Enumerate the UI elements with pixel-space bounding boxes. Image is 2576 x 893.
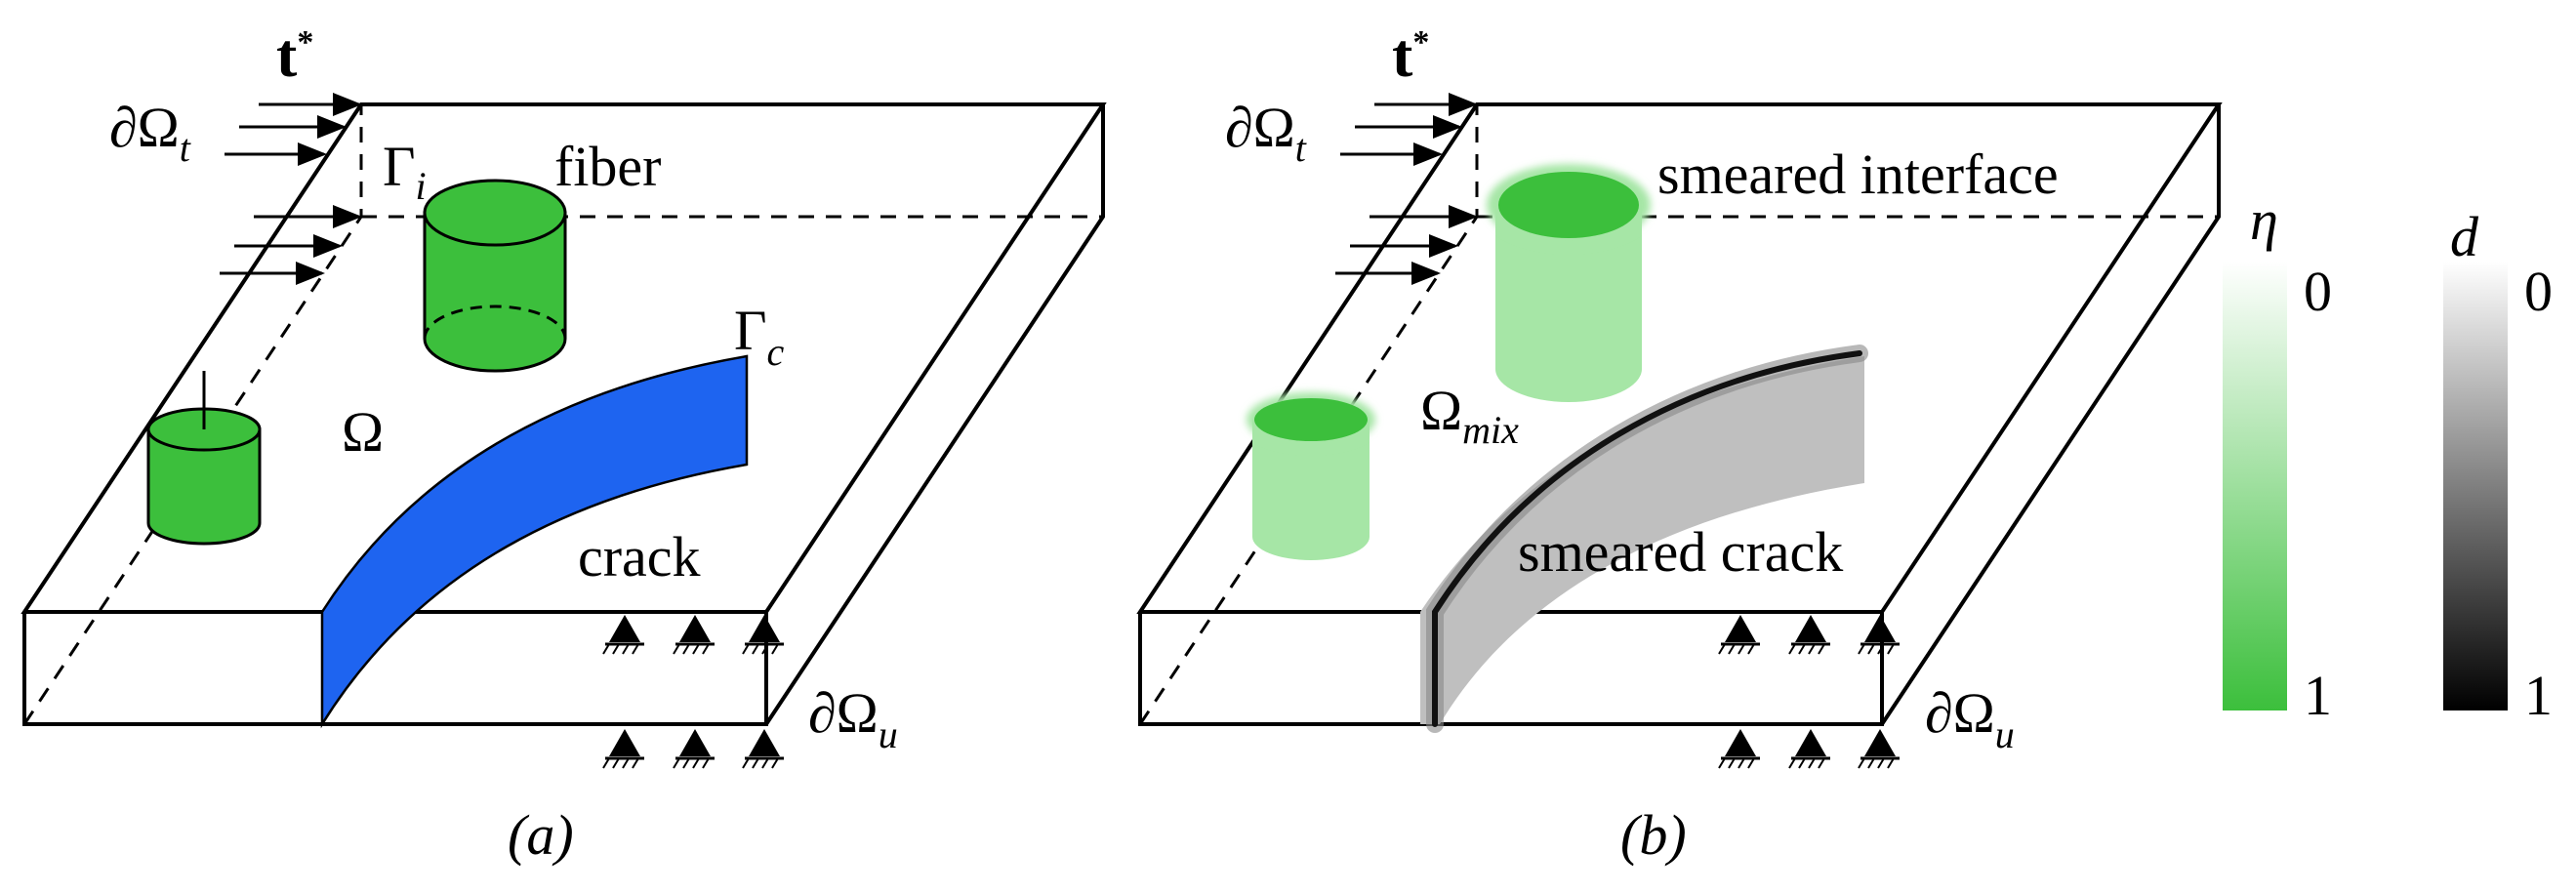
panel-b: t* ∂Ωt smeared interface Ωmix smeared cr… [1136,20,2223,867]
crack-a [320,354,749,729]
traction-label-b: t* [1392,20,1429,90]
panel-a: t* ∂Ωt Γi fiber Γc Ω crack ∂Ωu (a) [20,20,1107,867]
interface-label-b: smeared interface [1657,142,2059,206]
caption-b: (b) [1620,803,1687,867]
crack-boundary-label-a: Γc [734,299,785,374]
traction-arrows-a [220,93,362,285]
legend-d-colorbar [2443,262,2508,710]
domain-label-b: Ωmix [1420,379,1519,452]
legend-d-top: 0 [2524,260,2553,323]
legend-eta-bottom: 1 [2304,664,2332,727]
supports-b [1717,613,1901,770]
crack-label-b: smeared crack [1518,520,1843,584]
legend-d-symbol: d [2450,205,2479,268]
displacement-boundary-label-a: ∂Ωu [808,681,898,756]
domain-label-a: Ω [342,400,384,464]
legend-d-bottom: 1 [2524,664,2553,727]
legend-eta-colorbar [2223,262,2287,710]
fiber-label-a: fiber [554,135,662,198]
crack-label-a: crack [578,525,701,589]
legend-eta-top: 0 [2304,260,2332,323]
traction-label-a: t* [276,20,313,90]
legend-eta-symbol: η [2250,188,2278,252]
legend-d: d 0 1 [2443,205,2553,727]
traction-boundary-label-b: ∂Ωt [1225,96,1307,170]
fiber-a [423,179,567,373]
displacement-boundary-label-b: ∂Ωu [1925,681,2015,756]
fiber-small-a [146,371,262,546]
supports-a [601,613,786,770]
legend-eta: η 0 1 [2223,188,2332,727]
traction-arrows-b [1335,93,1478,285]
fiber-small-b [1247,392,1375,560]
fiber-b [1487,164,1651,402]
interface-label-a: Γi [383,135,427,208]
caption-a: (a) [508,803,574,867]
smeared-crack-b [1420,345,1868,733]
traction-boundary-label-a: ∂Ωt [109,96,191,170]
